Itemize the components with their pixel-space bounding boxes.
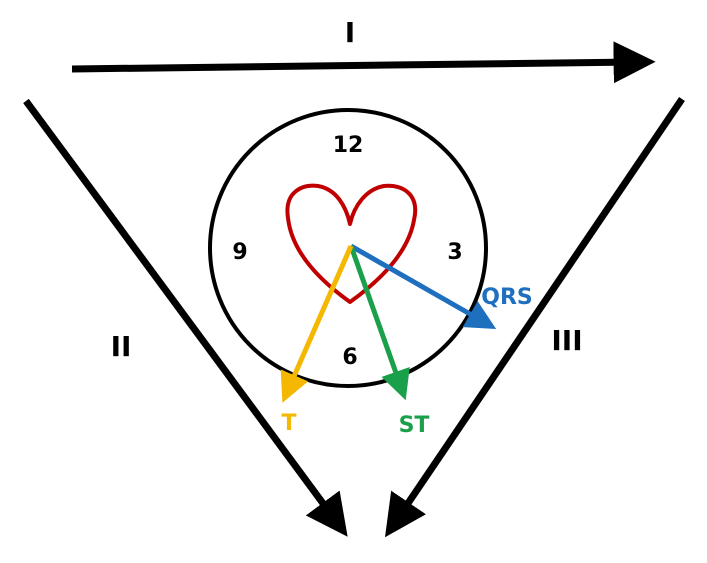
t-vector-label: T bbox=[281, 411, 296, 436]
clock-number-6: 6 bbox=[342, 345, 357, 370]
lead-1-arrow bbox=[71, 41, 656, 84]
qrs-vector-label: QRS bbox=[481, 285, 533, 310]
clock-number-3: 3 bbox=[447, 240, 462, 265]
qrs-vector-arrow bbox=[349, 243, 497, 329]
t-vector-arrow bbox=[280, 244, 354, 403]
lead-3-label: III bbox=[551, 324, 582, 357]
st-vector-arrow bbox=[348, 245, 410, 401]
clock-face bbox=[208, 108, 488, 388]
lead-2-label: II bbox=[111, 330, 132, 363]
lead-3-arrow bbox=[385, 97, 685, 538]
clock-number-9: 9 bbox=[232, 240, 247, 265]
lead-2-arrow bbox=[23, 98, 348, 537]
clock-number-12: 12 bbox=[333, 133, 364, 158]
lead-1-label: I bbox=[345, 16, 355, 49]
st-vector-label: ST bbox=[399, 413, 430, 438]
heart-icon bbox=[285, 183, 418, 304]
